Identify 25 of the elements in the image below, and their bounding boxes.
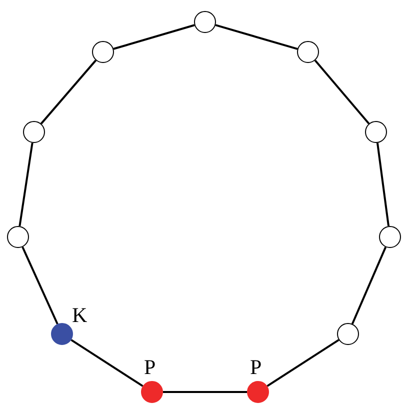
edge-line bbox=[40, 60, 97, 124]
vertex-circle bbox=[23, 121, 45, 143]
vertex-circle bbox=[297, 41, 319, 63]
edge-line bbox=[22, 246, 58, 324]
edge-line bbox=[314, 60, 370, 124]
vertex-circle bbox=[92, 41, 114, 63]
vertex-circle bbox=[365, 121, 387, 143]
vertex-circle bbox=[194, 11, 216, 33]
edge-line bbox=[70, 339, 144, 387]
vertex-label: P bbox=[250, 356, 262, 378]
edge-line bbox=[163, 391, 247, 393]
vertex-circle bbox=[7, 226, 29, 248]
edge-line bbox=[113, 24, 195, 50]
vertex-circle bbox=[247, 381, 269, 403]
vertex-label: K bbox=[72, 304, 88, 326]
vertex-circle bbox=[337, 323, 359, 345]
edge-line bbox=[376, 142, 390, 226]
vertex-circle bbox=[379, 226, 401, 248]
vertex-circle bbox=[51, 323, 73, 345]
edge-line bbox=[215, 24, 298, 50]
edge-line bbox=[18, 142, 34, 226]
vertex-label: P bbox=[144, 356, 156, 378]
edge-line bbox=[266, 339, 340, 387]
edge-line bbox=[351, 246, 387, 324]
vertex-circle bbox=[141, 381, 163, 403]
